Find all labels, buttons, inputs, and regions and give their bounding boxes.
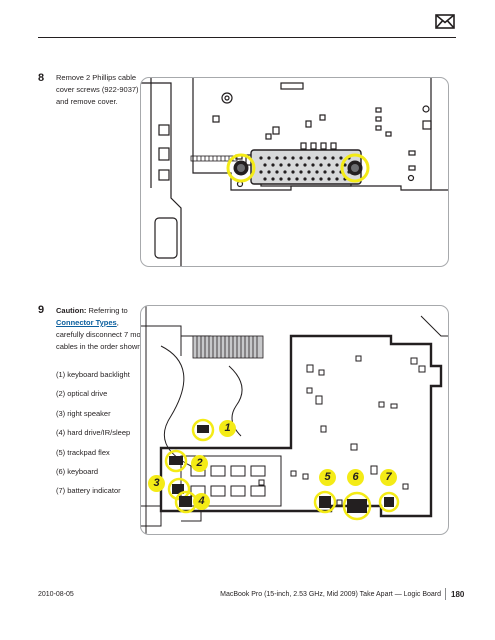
list-item: (3) right speaker (56, 408, 111, 418)
list-item: (5) trackpad flex (56, 447, 110, 457)
footer-divider (445, 588, 446, 600)
callout-3: 3 (148, 475, 165, 492)
list-item: (1) keyboard backlight (56, 370, 130, 379)
step-instruction: Caution: Referring to Connector Types, c… (56, 305, 148, 353)
footer-date: 2010-08-05 (38, 591, 74, 598)
list-item: (6) keyboard (56, 466, 99, 476)
footer-title: MacBook Pro (15-inch, 2.53 GHz, Mid 2009… (220, 591, 441, 598)
screw-highlight-right (340, 153, 370, 183)
logic-board-cable-cover-illustration (141, 78, 448, 266)
callout-1: 1 (219, 420, 236, 437)
step-instruction: Remove 2 Phillips cable cover screws (92… (56, 73, 139, 106)
callout-5: 5 (319, 469, 336, 486)
caution-text-start: Referring to (88, 306, 128, 315)
cable-list: (1) keyboard backlight (2) optical drive… (56, 370, 130, 506)
step-number: 8 (38, 72, 45, 84)
callout-4: 4 (193, 493, 210, 510)
list-item: (7) battery indicator (56, 486, 121, 496)
page-number: 180 (451, 590, 465, 599)
list-item: (4) hard drive/IR/sleep (56, 428, 131, 438)
header-rule (38, 37, 456, 38)
mail-envelope-icon[interactable] (435, 14, 455, 29)
step-number: 9 (38, 304, 45, 316)
caution-text-end: , carefully disconnect 7 more cables in … (56, 318, 148, 351)
callout-6: 6 (347, 469, 364, 486)
caution-label: Caution: (56, 306, 87, 315)
step-9-photo (140, 305, 449, 535)
screw-highlight-left (226, 153, 256, 183)
connector-highlights (164, 418, 400, 521)
list-item: (2) optical drive (56, 389, 108, 399)
callout-7: 7 (380, 469, 397, 486)
step-8-photo (140, 77, 449, 267)
callout-2: 2 (191, 455, 208, 472)
connector-types-link[interactable]: Connector Types (56, 318, 117, 327)
logic-board-connectors-illustration (141, 306, 448, 534)
